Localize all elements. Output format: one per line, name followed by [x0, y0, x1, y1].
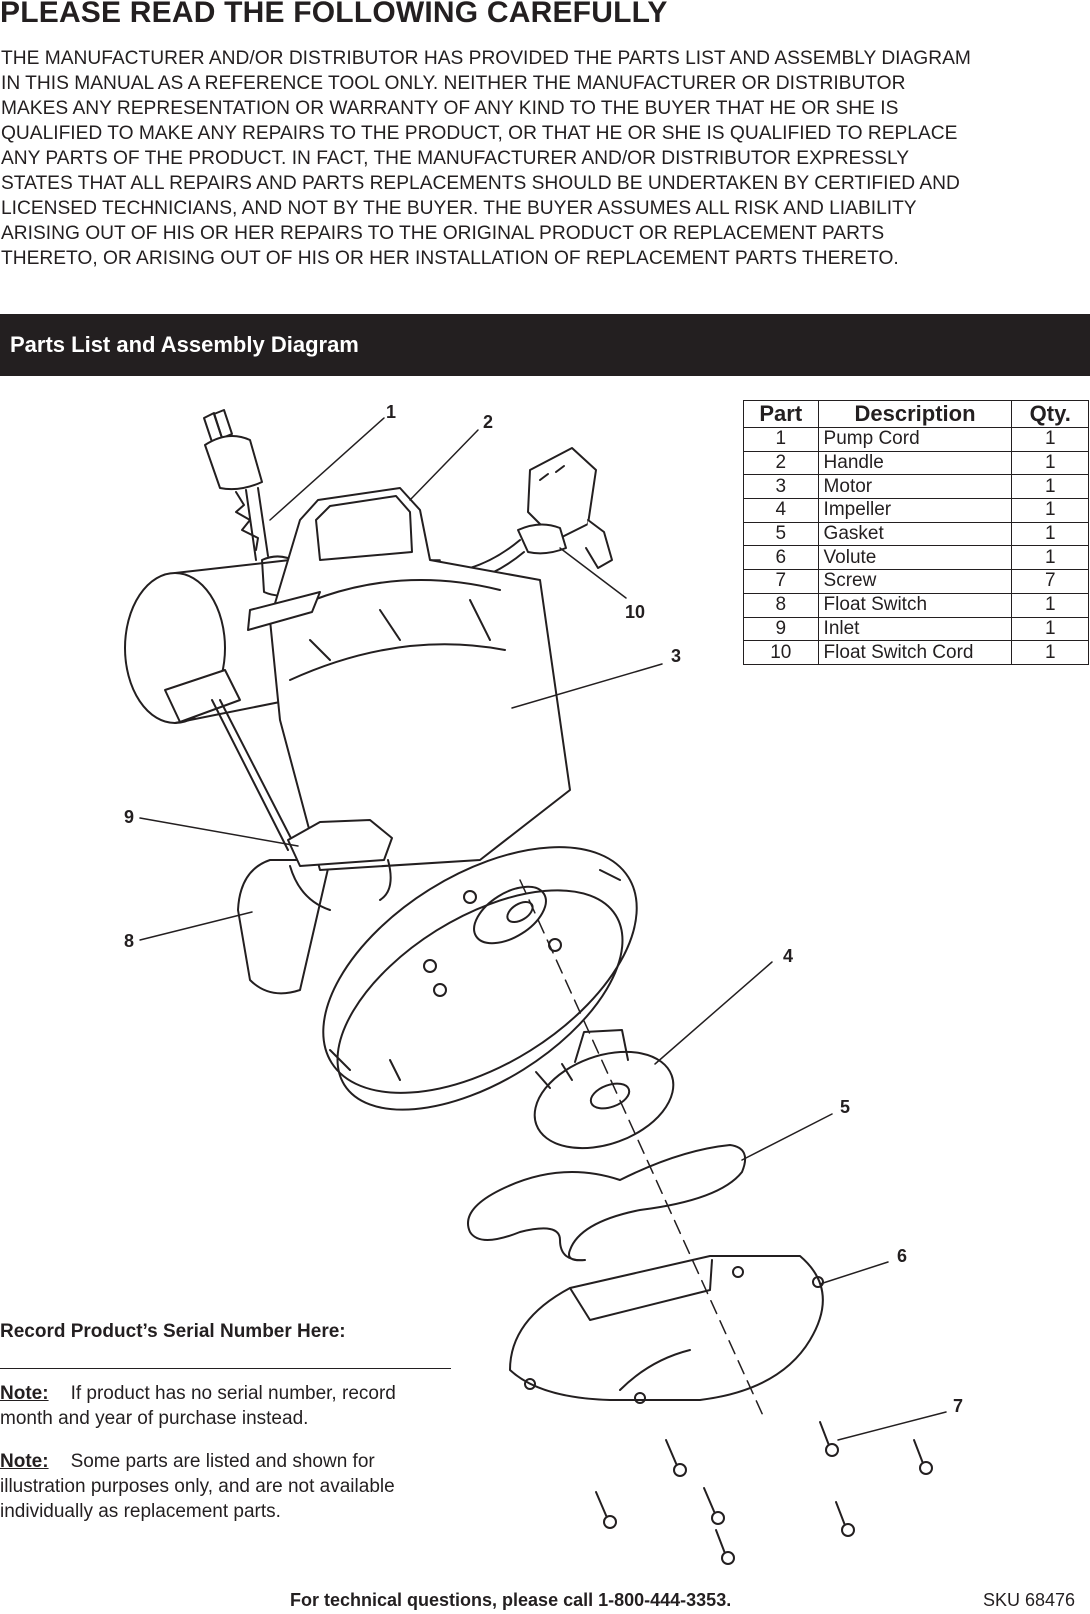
header-qty: Qty. [1011, 400, 1089, 428]
header-description: Description [817, 400, 1013, 428]
part-number: 4 [743, 498, 819, 523]
part-number: 7 [743, 569, 819, 594]
part-qty: 1 [1011, 640, 1089, 665]
footer-sku: SKU 68476 [983, 1590, 1076, 1610]
part-description: Pump Cord [817, 427, 1013, 452]
table-header-row: Part Description Qty. [743, 400, 1089, 428]
part-qty: 1 [1011, 616, 1089, 642]
header-part: Part [743, 400, 819, 428]
disclaimer-line: STATES THAT ALL REPAIRS AND PARTS REPLAC… [1, 173, 960, 194]
float-switch-cord-illustration [469, 447, 613, 581]
disclaimer-line: QUALIFIED TO MAKE ANY REPAIRS TO THE PRO… [1, 123, 958, 144]
callout-7: 7 [953, 1396, 963, 1416]
part-qty: 1 [1011, 545, 1089, 571]
volute-illustration [509, 1255, 824, 1404]
callout-1: 1 [386, 402, 396, 422]
part-number: 10 [743, 640, 819, 665]
callout-4: 4 [783, 946, 793, 966]
part-qty: 1 [1011, 474, 1089, 500]
serial-number-label: Record Product’s Serial Number Here: [0, 1321, 346, 1342]
note-label: Note: [0, 1451, 49, 1472]
part-qty: 1 [1011, 427, 1089, 452]
assembly-axis-line [519, 879, 766, 1421]
page-title: PLEASE READ THE FOLLOWING CAREFULLY [0, 0, 668, 29]
callout-leader-lines [139, 417, 947, 1441]
part-description: Motor [817, 474, 1013, 500]
housing-ring-illustration [322, 846, 638, 1111]
callout-6: 6 [897, 1246, 907, 1266]
disclaimer-line: MAKES ANY REPRESENTATION OR WARRANTY OF … [1, 98, 899, 119]
callout-5: 5 [840, 1097, 850, 1117]
impeller-illustration [533, 1029, 675, 1150]
part-number: 9 [743, 616, 819, 642]
part-number: 5 [743, 521, 819, 547]
callout-10: 10 [625, 602, 645, 622]
callout-3: 3 [671, 646, 681, 666]
callout-2: 2 [483, 412, 493, 432]
note-text: Some parts are listed and shown for illu… [0, 1451, 395, 1522]
float-switch-illustration [124, 559, 331, 995]
inlet-illustration [287, 819, 393, 911]
part-qty: 1 [1011, 450, 1089, 476]
assembly-diagram: 1 2 3 4 5 6 7 8 9 10 [124, 402, 963, 1565]
note-text: If product has no serial number, record … [0, 1383, 396, 1429]
gasket-illustration [467, 1144, 746, 1262]
part-qty: 7 [1011, 569, 1089, 594]
part-description: Handle [817, 450, 1013, 476]
section-header-bar: Parts List and Assembly Diagram [0, 314, 1090, 376]
disclaimer-paragraph: THE MANUFACTURER AND/OR DISTRIBUTOR HAS … [1, 46, 1081, 271]
part-number: 8 [743, 592, 819, 618]
motor-illustration [247, 487, 571, 871]
part-description: Impeller [817, 498, 1013, 523]
disclaimer-line: LICENSED TECHNICIANS, AND NOT BY THE BUY… [1, 198, 917, 219]
note-label: Note: [0, 1383, 49, 1404]
disclaimer-line: THE MANUFACTURER AND/OR DISTRIBUTOR HAS … [1, 48, 971, 69]
footer-support-phone: For technical questions, please call 1-8… [290, 1590, 732, 1610]
part-number: 2 [743, 450, 819, 476]
part-description: Gasket [817, 521, 1013, 547]
section-title: Parts List and Assembly Diagram [10, 332, 359, 357]
part-description: Float Switch [817, 592, 1013, 618]
part-qty: 1 [1011, 521, 1089, 547]
callout-9: 9 [124, 807, 134, 827]
part-number: 1 [743, 427, 819, 452]
disclaimer-line: IN THIS MANUAL AS A REFERENCE TOOL ONLY.… [1, 73, 906, 94]
part-qty: 1 [1011, 498, 1089, 523]
part-description: Screw [817, 569, 1013, 594]
part-qty: 1 [1011, 592, 1089, 618]
note-parts: Note:Some parts are listed and shown for… [0, 1449, 420, 1524]
part-number: 6 [743, 545, 819, 571]
disclaimer-line: THERETO, OR ARISING OUT OF HIS OR HER IN… [1, 248, 899, 269]
part-description: Float Switch Cord [817, 640, 1013, 665]
note-serial: Note:If product has no serial number, re… [0, 1381, 420, 1431]
part-description: Volute [817, 545, 1013, 571]
screws-illustration [595, 1421, 933, 1565]
serial-number-write-line [0, 1368, 451, 1369]
part-description: Inlet [817, 616, 1013, 642]
part-number: 3 [743, 474, 819, 500]
callout-8: 8 [124, 931, 134, 951]
disclaimer-line: ARISING OUT OF HIS OR HER REPAIRS TO THE… [1, 223, 885, 244]
disclaimer-line: ANY PARTS OF THE PRODUCT. IN FACT, THE M… [1, 148, 909, 169]
